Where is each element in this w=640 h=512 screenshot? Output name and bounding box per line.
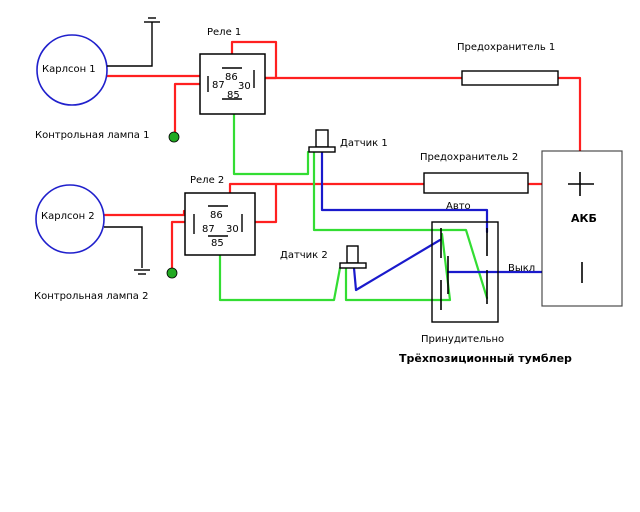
relay-1-pin-85: 85 (227, 90, 240, 101)
wire-relay1-sensor1 (232, 98, 310, 176)
sensor-1-base (308, 146, 336, 153)
sensor-1-label: Датчик 1 (340, 138, 388, 149)
three-position-toggle: Авто Выкл Принудительно Трёхпозиционный … (399, 201, 572, 365)
wire-fan2-relay2 (101, 209, 186, 217)
relay-1-title: Реле 1 (207, 27, 241, 38)
sensor-1-body (315, 129, 329, 148)
relay-2-pin-86: 86 (210, 210, 223, 221)
wire-relay1-lamp1 (173, 82, 208, 136)
relay-1-body (199, 53, 266, 115)
toggle-off-label: Выкл (508, 263, 535, 274)
relay-2-pin-87: 87 (202, 224, 215, 235)
toggle-forced-label: Принудительно (421, 334, 504, 345)
toggle-auto-label: Авто (446, 201, 471, 212)
control-lamp-2: Контрольная лампа 2 (34, 267, 178, 302)
sensor-2: Датчик 2 (280, 245, 367, 269)
toggle-body (431, 221, 499, 323)
relay-2-body (184, 192, 256, 256)
fan-2: Карлсон 2 (35, 184, 150, 275)
wire-sensor2-switch (352, 238, 442, 292)
fan-1: Карлсон 1 (36, 17, 160, 106)
relay-1: Реле 1 86 87 30 85 (199, 27, 266, 115)
relay-2-title: Реле 2 (190, 175, 224, 186)
relay-1-pin-87: 87 (212, 80, 225, 91)
control-lamp-1: Контрольная лампа 1 (35, 130, 180, 143)
fuse-2-body (423, 172, 529, 194)
sensor-2-body (346, 245, 359, 264)
fan-2-ground-wire (104, 226, 143, 268)
fan-2-label: Карлсон 2 (41, 211, 95, 222)
relay-2: Реле 2 86 87 30 85 (184, 175, 256, 256)
fan-1-label: Карлсон 1 (42, 64, 96, 75)
sensor-2-base (339, 262, 367, 269)
wire-fuse1-battery (556, 76, 582, 178)
battery: АКБ (541, 150, 623, 307)
relay-1-pin-30: 30 (238, 81, 251, 92)
fuse-1-label: Предохранитель 1 (457, 42, 555, 53)
fuse-1: Предохранитель 1 (457, 42, 559, 86)
relay-2-pin-85: 85 (211, 238, 224, 249)
sensor-2-label: Датчик 2 (280, 250, 328, 261)
fuse-1-body (461, 70, 559, 86)
fan-1-ground-wire (107, 22, 153, 67)
positive-wires (101, 40, 582, 270)
wire-sensor1-auto (320, 150, 489, 234)
lamp-2-indicator (166, 267, 178, 279)
wire-sensor1-toggle (312, 150, 489, 300)
sensor-1: Датчик 1 (308, 129, 388, 153)
wire-sensor2-toggle (344, 232, 452, 302)
toggle-title: Трёхпозиционный тумблер (399, 352, 572, 365)
battery-label: АКБ (571, 212, 597, 225)
relay-1-pin-86: 86 (225, 72, 238, 83)
fan-2-body (35, 184, 105, 254)
lamp-1-label: Контрольная лампа 1 (35, 130, 149, 141)
fuse-2: Предохранитель 2 (420, 152, 529, 194)
lamp-2-label: Контрольная лампа 2 (34, 291, 148, 302)
fuse-2-label: Предохранитель 2 (420, 152, 518, 163)
wire-relay2-sensor2 (218, 234, 342, 302)
relay-2-pin-30: 30 (226, 224, 239, 235)
signal-wires (218, 98, 489, 302)
lamp-1-indicator (168, 131, 180, 143)
fan-1-body (36, 34, 108, 106)
